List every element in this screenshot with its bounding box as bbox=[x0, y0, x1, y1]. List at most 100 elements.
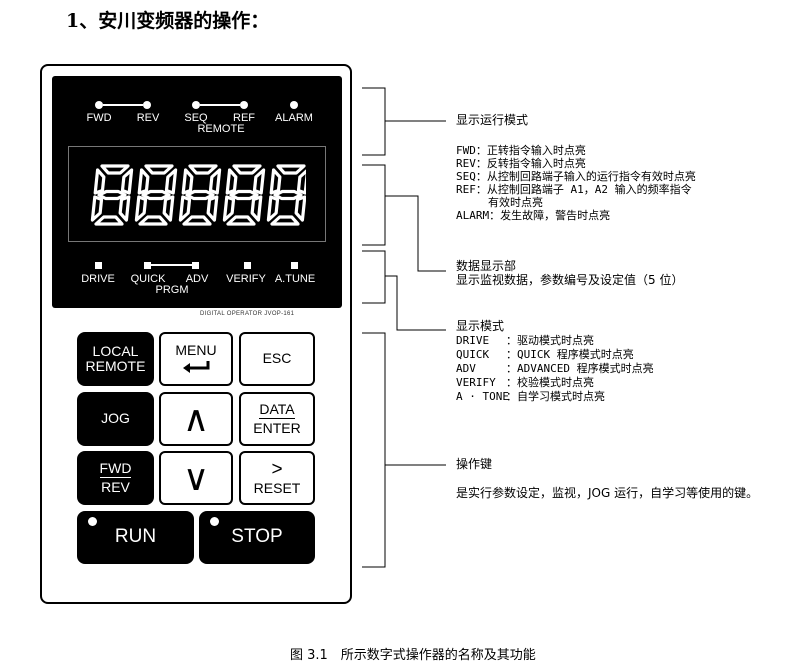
up-key[interactable]: ∧ bbox=[159, 392, 233, 446]
rev-lamp-icon bbox=[143, 101, 151, 109]
run-mode-line: 有效时点亮 bbox=[488, 196, 543, 209]
display-segment bbox=[252, 168, 266, 195]
display-segment bbox=[208, 168, 222, 195]
display-segment bbox=[164, 168, 178, 195]
drive-lamp-label: DRIVE bbox=[81, 273, 115, 285]
esc-key-label: ESC bbox=[262, 350, 292, 367]
figure-caption: 图 3.1 所示数字式操作器的名称及其功能 bbox=[290, 648, 536, 663]
display-segment bbox=[266, 195, 280, 222]
display-segment bbox=[229, 189, 259, 201]
mode-value-text: ：自学习模式时点亮 bbox=[506, 390, 605, 403]
stop-key[interactable]: STOP bbox=[199, 511, 315, 564]
drive-lamp-icon bbox=[95, 262, 102, 269]
run-key-label: RUN bbox=[114, 526, 157, 548]
run-mode-line: REF：从控制回路端子 A1，A2 输入的频率指令 bbox=[456, 183, 692, 196]
fwd-rev-key[interactable]: FWD REV bbox=[77, 451, 154, 505]
display-segment bbox=[182, 215, 212, 226]
display-segment bbox=[141, 189, 171, 201]
display-segment bbox=[269, 168, 282, 195]
mode-key-text: VERIFY bbox=[456, 376, 496, 389]
adv-lamp-label: ADV bbox=[185, 273, 209, 285]
display-segment bbox=[273, 189, 303, 201]
jog-key[interactable]: JOG bbox=[77, 392, 154, 446]
reset-key-label: RESET bbox=[253, 479, 301, 496]
ref-lamp-icon bbox=[240, 101, 248, 109]
atune-lamp-icon bbox=[291, 262, 298, 269]
enter-key-label: ENTER bbox=[253, 420, 301, 436]
down-arrow-icon: ∨ bbox=[182, 457, 210, 498]
menu-key-label: MENU bbox=[175, 342, 217, 359]
seq-ref-link bbox=[200, 104, 240, 106]
quick-lamp-icon bbox=[144, 262, 151, 269]
run-mode-bracket bbox=[362, 87, 386, 156]
display-segment bbox=[144, 164, 174, 175]
data-display-desc: 显示监视数据，参数编号及设定值（5 位） bbox=[456, 273, 684, 287]
mode-key-text: DRIVE bbox=[456, 334, 490, 347]
display-segment bbox=[97, 189, 127, 201]
display-segment bbox=[162, 195, 175, 222]
mode-value-text: ：校验模式时点亮 bbox=[506, 376, 594, 389]
alarm-lamp-label: ALARM bbox=[275, 112, 313, 124]
display-segment bbox=[226, 215, 256, 226]
shift-arrow-icon: > bbox=[271, 458, 283, 480]
remote-key-label: REMOTE bbox=[85, 358, 146, 374]
jog-key-label: JOG bbox=[101, 410, 130, 427]
data-enter-key[interactable]: DATA ENTER bbox=[239, 392, 315, 446]
rev-lamp-label: REV bbox=[136, 112, 160, 124]
keys-title: 操作键 bbox=[456, 457, 493, 471]
run-mode-line: REV：反转指令输入时点亮 bbox=[456, 157, 586, 170]
local-key-label: LOCAL bbox=[92, 342, 139, 359]
mode-bracket bbox=[362, 250, 386, 304]
local-remote-key[interactable]: LOCAL REMOTE bbox=[77, 332, 154, 386]
data-display-window bbox=[68, 146, 326, 242]
display-segment bbox=[138, 215, 168, 226]
ref-lamp-label: REF bbox=[233, 112, 255, 124]
display-segment bbox=[118, 195, 131, 222]
up-arrow-icon: ∧ bbox=[182, 398, 210, 439]
mode-key-text: ADV bbox=[456, 362, 476, 375]
keys-desc: 是实行参数设定，监视，JOG 运行，自学习等使用的键。 bbox=[456, 486, 759, 500]
display-segment bbox=[181, 168, 194, 195]
display-segment bbox=[134, 195, 148, 222]
seven-segment-display bbox=[90, 164, 306, 226]
display-segment bbox=[294, 195, 306, 222]
remote-lamp-label: REMOTE bbox=[197, 123, 245, 135]
reset-key[interactable]: > RESET bbox=[239, 451, 315, 505]
display-segment bbox=[276, 164, 306, 175]
mode-key-text: A · TONE bbox=[456, 390, 509, 403]
run-mode-title: 显示运行模式 bbox=[456, 113, 529, 127]
display-segment bbox=[225, 168, 238, 195]
verify-lamp-label: VERIFY bbox=[226, 273, 266, 285]
mode-key-text: QUICK bbox=[456, 348, 490, 361]
menu-key[interactable]: MENU bbox=[159, 332, 233, 386]
rev-key-label: REV bbox=[101, 479, 130, 495]
esc-key[interactable]: ESC bbox=[239, 332, 315, 386]
run-mode-line: SEQ：从控制回路端子输入的运行指令有效时点亮 bbox=[456, 170, 696, 183]
fwd-key-label: FWD bbox=[99, 460, 132, 478]
display-segment bbox=[250, 195, 263, 222]
run-key[interactable]: RUN bbox=[77, 511, 194, 564]
prgm-lamp-label: PRGM bbox=[155, 284, 189, 296]
down-key[interactable]: ∨ bbox=[159, 451, 233, 505]
quick-adv-link bbox=[151, 264, 192, 266]
mode-leader bbox=[385, 275, 446, 331]
display-segment bbox=[185, 189, 215, 201]
mode-value-text: ：ADVANCED 程序模式时点亮 bbox=[506, 362, 654, 375]
page-heading: 1、安川变频器的操作： bbox=[66, 10, 270, 32]
enter-arrow-icon bbox=[183, 360, 210, 373]
display-segment bbox=[120, 168, 134, 195]
mode-value-text: ：驱动模式时点亮 bbox=[506, 334, 594, 347]
display-mode-title: 显示模式 bbox=[456, 319, 505, 333]
run-mode-line: FWD：正转指令输入时点亮 bbox=[456, 144, 586, 157]
display-segment bbox=[296, 169, 306, 195]
display-segment bbox=[137, 168, 150, 195]
display-segment bbox=[100, 164, 130, 175]
stop-key-label: STOP bbox=[231, 526, 283, 548]
adv-lamp-icon bbox=[192, 262, 199, 269]
seq-lamp-icon bbox=[192, 101, 200, 109]
fwd-rev-link bbox=[103, 104, 143, 106]
quick-lamp-label: QUICK bbox=[130, 273, 166, 285]
display-segment bbox=[188, 164, 218, 175]
stop-lamp-icon bbox=[210, 517, 219, 526]
